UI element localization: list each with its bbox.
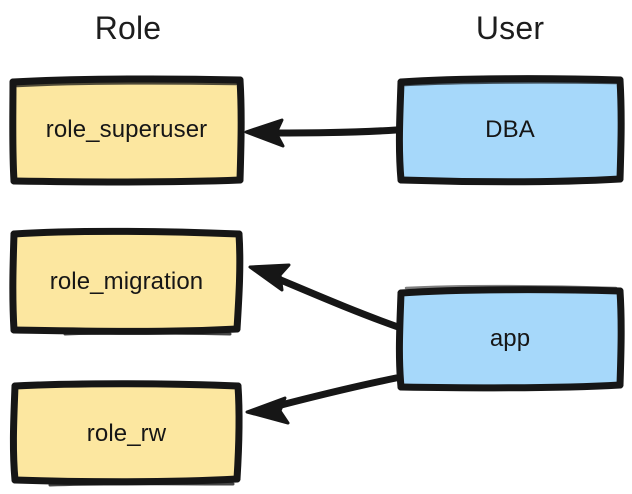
node-shape-sketch — [9, 75, 245, 186]
node-role-migration[interactable]: role_migration — [9, 227, 244, 336]
column-header-role: Role — [94, 10, 162, 46]
node-shape-sketch — [395, 284, 625, 392]
node-shape-sketch — [9, 227, 244, 336]
node-label: DBA — [485, 116, 535, 143]
edge-dba-to-role-superuser[interactable] — [244, 118, 400, 148]
node-role-rw[interactable]: role_rw — [9, 380, 243, 487]
node-dba[interactable]: DBA — [395, 75, 625, 186]
node-label: role_superuser — [45, 116, 208, 143]
edge-app-to-role-rw[interactable] — [245, 374, 400, 425]
node-label: app — [489, 325, 531, 352]
node-shape-sketch — [9, 380, 243, 487]
node-label: role_rw — [86, 419, 167, 447]
edge-app-to-role-migration[interactable] — [248, 263, 402, 331]
node-shape-sketch — [395, 75, 625, 186]
column-header-user: User — [475, 10, 545, 46]
node-label: role_migration — [49, 267, 204, 295]
node-app[interactable]: app — [395, 284, 625, 392]
node-role-superuser[interactable]: role_superuser — [9, 75, 245, 186]
